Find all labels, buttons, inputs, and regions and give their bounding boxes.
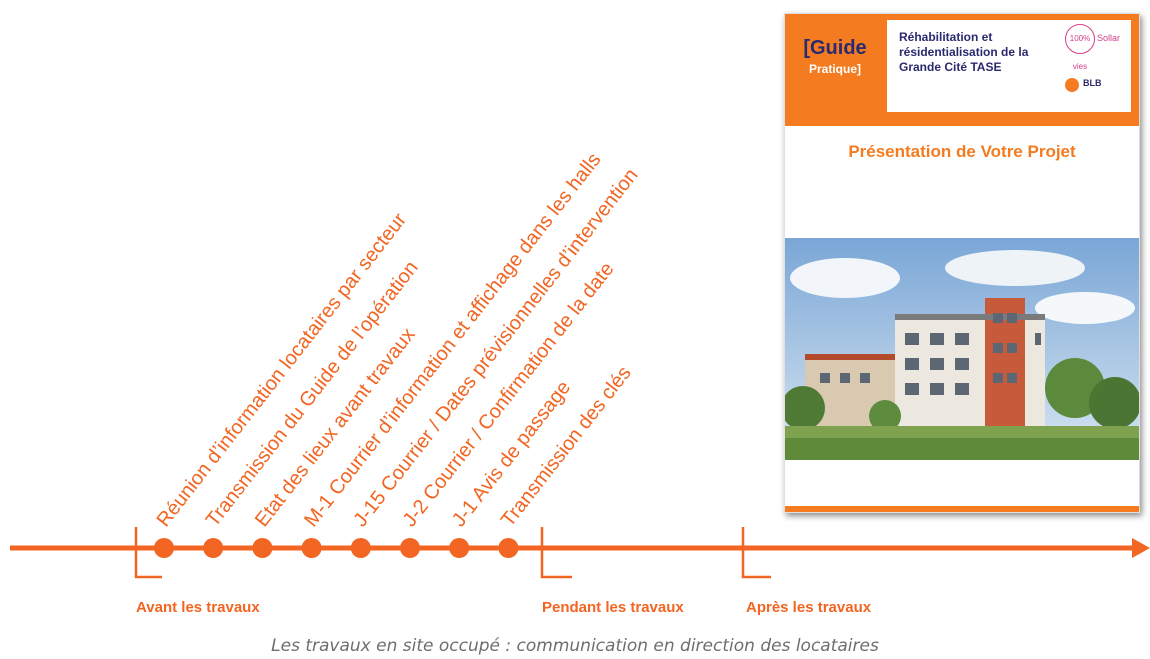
logo-100-vies: 100% vies xyxy=(1065,24,1095,71)
timeline-step-dot xyxy=(498,538,519,558)
figure-caption: Les travaux en site occupé : communicati… xyxy=(271,636,879,656)
building-photo xyxy=(785,238,1139,460)
timeline-step-dot xyxy=(252,538,273,558)
timeline-step-dot xyxy=(350,538,371,558)
timeline-step-label: J-2 Courrier / Confirmation de la date xyxy=(399,258,619,531)
phase-label-pendant: Pendant les travaux xyxy=(542,599,684,616)
timeline-arrowhead xyxy=(1132,538,1150,558)
phase-label-apres: Après les travaux xyxy=(746,599,872,616)
guide-badge-title: [Guide xyxy=(803,37,867,59)
cover-header: [Guide Pratique] Réhabilitation et résid… xyxy=(785,14,1139,126)
phase-label-avant: Avant les travaux xyxy=(136,599,260,616)
timeline-step-dot xyxy=(203,538,224,558)
cover-title: Réhabilitation et résidentialisation de … xyxy=(899,30,1029,74)
phase-bracket-avant xyxy=(134,527,162,579)
guide-badge: [Guide Pratique] xyxy=(787,26,883,110)
phase-bracket-apres xyxy=(741,527,771,579)
cover-title-box: Réhabilitation et résidentialisation de … xyxy=(887,20,1131,112)
timeline-step-dot xyxy=(449,538,470,558)
timeline-step-dot xyxy=(301,538,322,558)
blb-logo-icon xyxy=(1065,78,1079,92)
phase-bracket-pendant xyxy=(540,527,572,579)
cover-bottom-stripe xyxy=(785,506,1139,512)
logo-sollar: Sollar xyxy=(1097,33,1121,43)
guide-cover: [Guide Pratique] Réhabilitation et résid… xyxy=(784,13,1140,513)
logo-blb: BLB xyxy=(1083,78,1102,88)
guide-badge-subtitle: Pratique] xyxy=(808,62,861,76)
cover-heading: Présentation de Votre Projet xyxy=(848,142,1076,161)
timeline-step-dot xyxy=(400,538,420,558)
timeline-step-dot xyxy=(154,538,174,558)
